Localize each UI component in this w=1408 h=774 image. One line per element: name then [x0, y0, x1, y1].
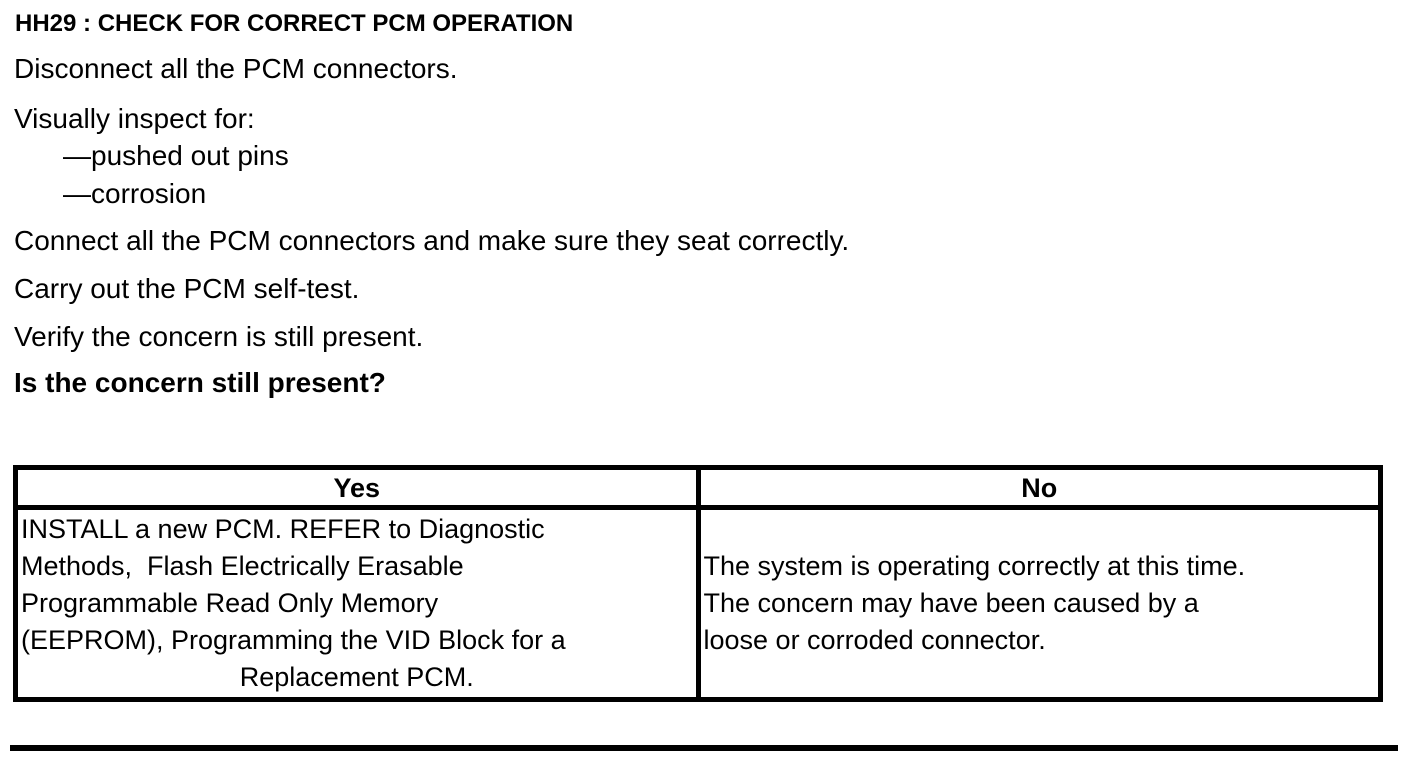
yes-action-last-line: Replacement PCM. — [239, 662, 474, 692]
step-connect-text: Connect all the PCM connectors and make … — [14, 225, 850, 256]
decision-question-text: Is the concern still present? — [14, 367, 386, 398]
results-table: Yes No INSTALL a new PCM. REFER to Diagn… — [13, 465, 1383, 702]
step-verify-text: Verify the concern is still present. — [14, 321, 424, 352]
no-result-cell: The system is operating correctly at thi… — [695, 505, 1383, 702]
step-disconnect-text: Disconnect all the PCM connectors. — [14, 53, 458, 84]
procedure-title: HH29 : CHECK FOR CORRECT PCM OPERATION — [15, 10, 574, 37]
no-action-text: The system is operating correctly at thi… — [703, 551, 1246, 655]
bottom-divider — [10, 745, 1398, 751]
yes-header-cell: Yes — [13, 465, 701, 510]
step-selftest-text: Carry out the PCM self-test. — [14, 273, 360, 304]
inspection-items-list: —pushed out pins —corrosion — [63, 140, 289, 209]
results-table-header-row: Yes No — [13, 465, 1383, 510]
results-table-body-row: INSTALL a new PCM. REFER to Diagnostic M… — [13, 505, 1383, 702]
no-header-cell: No — [695, 465, 1383, 510]
yes-action-text: INSTALL a new PCM. REFER to Diagnostic M… — [21, 514, 566, 655]
inspect-intro-text: Visually inspect for: — [14, 103, 255, 134]
yes-result-cell: INSTALL a new PCM. REFER to Diagnostic M… — [13, 505, 701, 702]
